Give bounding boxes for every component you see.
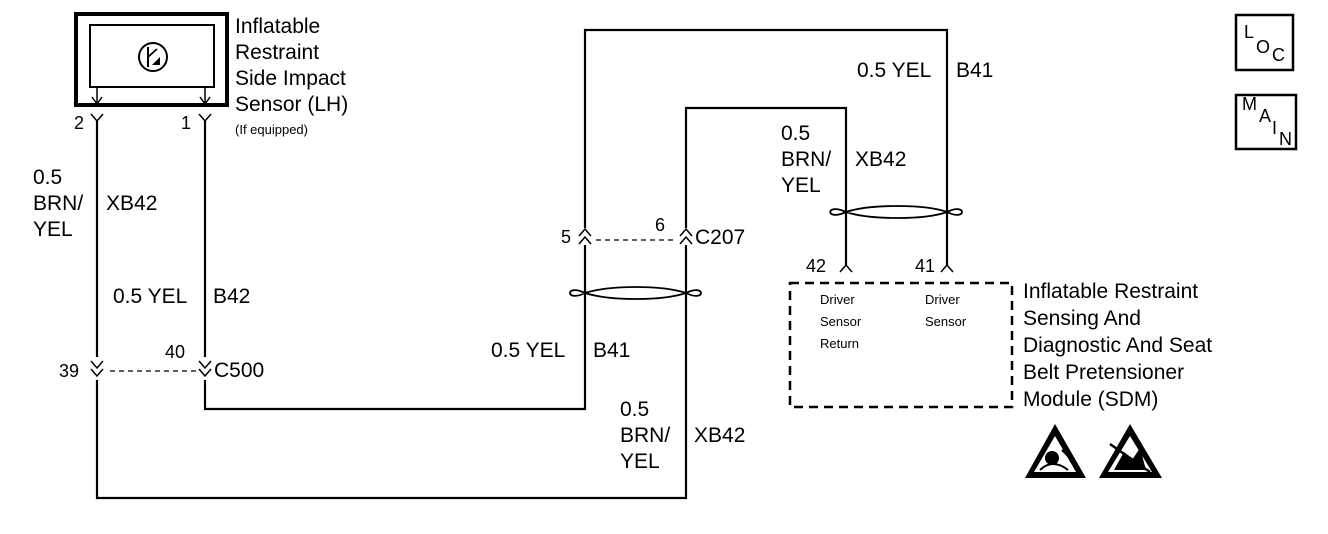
sensor-inner-box: [89, 24, 215, 88]
esd-warning-icon: [1025, 424, 1086, 478]
connector-c207: 5 6 C207: [561, 215, 745, 249]
loc-letter-l: L: [1244, 22, 1254, 42]
loc-letter-o: O: [1256, 37, 1270, 57]
bottom-wire-size: 0.5: [620, 398, 649, 421]
sensor-title-line-1: Inflatable: [235, 15, 320, 38]
wire-xb42-sdm: [684, 106, 848, 265]
mid-wire-label: 0.5 YEL: [113, 285, 187, 308]
left-wire-circuit: XB42: [106, 192, 157, 215]
c207-name: C207: [695, 226, 745, 249]
sdm-wire-color-1: BRN/: [781, 148, 831, 171]
sensor-title-line-3: Side Impact: [235, 67, 346, 90]
top-wire-circuit: B41: [956, 59, 993, 82]
mid-wire-circuit: B42: [213, 285, 250, 308]
c500-pin-40: 40: [165, 342, 185, 362]
top-wire-label: 0.5 YEL: [857, 59, 931, 82]
sensor-title-line-4: Sensor (LH): [235, 93, 348, 116]
c207-wire-circuit: B41: [593, 339, 630, 362]
sensor-pin-2: 2: [74, 113, 84, 133]
wire-b41-top: [583, 28, 949, 265]
c500-pin-39: 39: [59, 361, 79, 381]
sdm-title-line-4: Belt Pretensioner: [1023, 361, 1184, 384]
sdm-title-line-5: Module (SDM): [1023, 388, 1158, 411]
main-letter-i: I: [1272, 118, 1277, 138]
sdm-title-line-1: Inflatable Restraint: [1023, 280, 1198, 303]
main-letter-n: N: [1279, 129, 1292, 149]
sdm-pin-41: 41: [915, 256, 935, 276]
sensor-terminals: [90, 113, 212, 123]
c207-pin-6: 6: [655, 215, 665, 235]
sdm-terminals: 42 41: [806, 256, 954, 276]
main-letter-a: A: [1259, 106, 1271, 126]
sdm-pin42-label-3: Return: [820, 336, 859, 351]
twisted-pair-upper: [829, 205, 963, 219]
sdm-title-line-3: Diagnostic And Seat: [1023, 334, 1212, 357]
left-wire-color-2: YEL: [33, 218, 73, 241]
c207-pin-5: 5: [561, 227, 571, 247]
main-icon[interactable]: M A I N: [1234, 93, 1298, 151]
sdm-wire-color-2: YEL: [781, 174, 821, 197]
sdm-wire-circuit: XB42: [855, 148, 906, 171]
connector-c500: 39 40 C500: [59, 342, 264, 382]
wires: [95, 28, 949, 500]
wire-b42-lower: [203, 245, 587, 411]
c207-wire-label: 0.5 YEL: [491, 339, 565, 362]
c500-name: C500: [214, 359, 264, 382]
sdm-dashed-box: [788, 281, 1014, 409]
sdm-pin42-label-1: Driver: [820, 292, 855, 307]
sensor-symbol-icon: [138, 42, 168, 72]
sdm-title-line-2: Sensing And: [1023, 307, 1141, 330]
left-wire-color-1: BRN/: [33, 192, 83, 215]
side-impact-sensor: Inflatable Restraint Side Impact Sensor …: [74, 12, 348, 137]
sdm-pin41-label-1: Driver: [925, 292, 960, 307]
bottom-wire-color-2: YEL: [620, 450, 660, 473]
bottom-wire-circuit: XB42: [694, 424, 745, 447]
loc-letter-c: C: [1272, 45, 1285, 65]
bottom-wire-color-1: BRN/: [620, 424, 670, 447]
sensor-note: (If equipped): [235, 122, 308, 137]
main-letter-m: M: [1242, 94, 1257, 114]
twisted-pair-lower: [569, 286, 702, 300]
sdm-pin42-label-2: Sensor: [820, 314, 862, 329]
wire-xb42-bottom: [95, 245, 688, 500]
sdm-pin41-label-2: Sensor: [925, 314, 967, 329]
wire-labels: 0.5 BRN/ YEL XB42 0.5 YEL B42 0.5 YEL B4…: [33, 59, 993, 473]
sdm-pin-42: 42: [806, 256, 826, 276]
sensor-title-line-2: Restraint: [235, 41, 319, 64]
sensor-outer-box: [74, 12, 229, 107]
loc-icon[interactable]: L O C: [1234, 13, 1295, 72]
esd-hand-icon: [1099, 424, 1162, 478]
sdm-wire-size: 0.5: [781, 122, 810, 145]
left-wire-size: 0.5: [33, 166, 62, 189]
sensor-pin-1: 1: [181, 113, 191, 133]
sdm-module: Driver Sensor Return Driver Sensor Infla…: [788, 280, 1212, 411]
